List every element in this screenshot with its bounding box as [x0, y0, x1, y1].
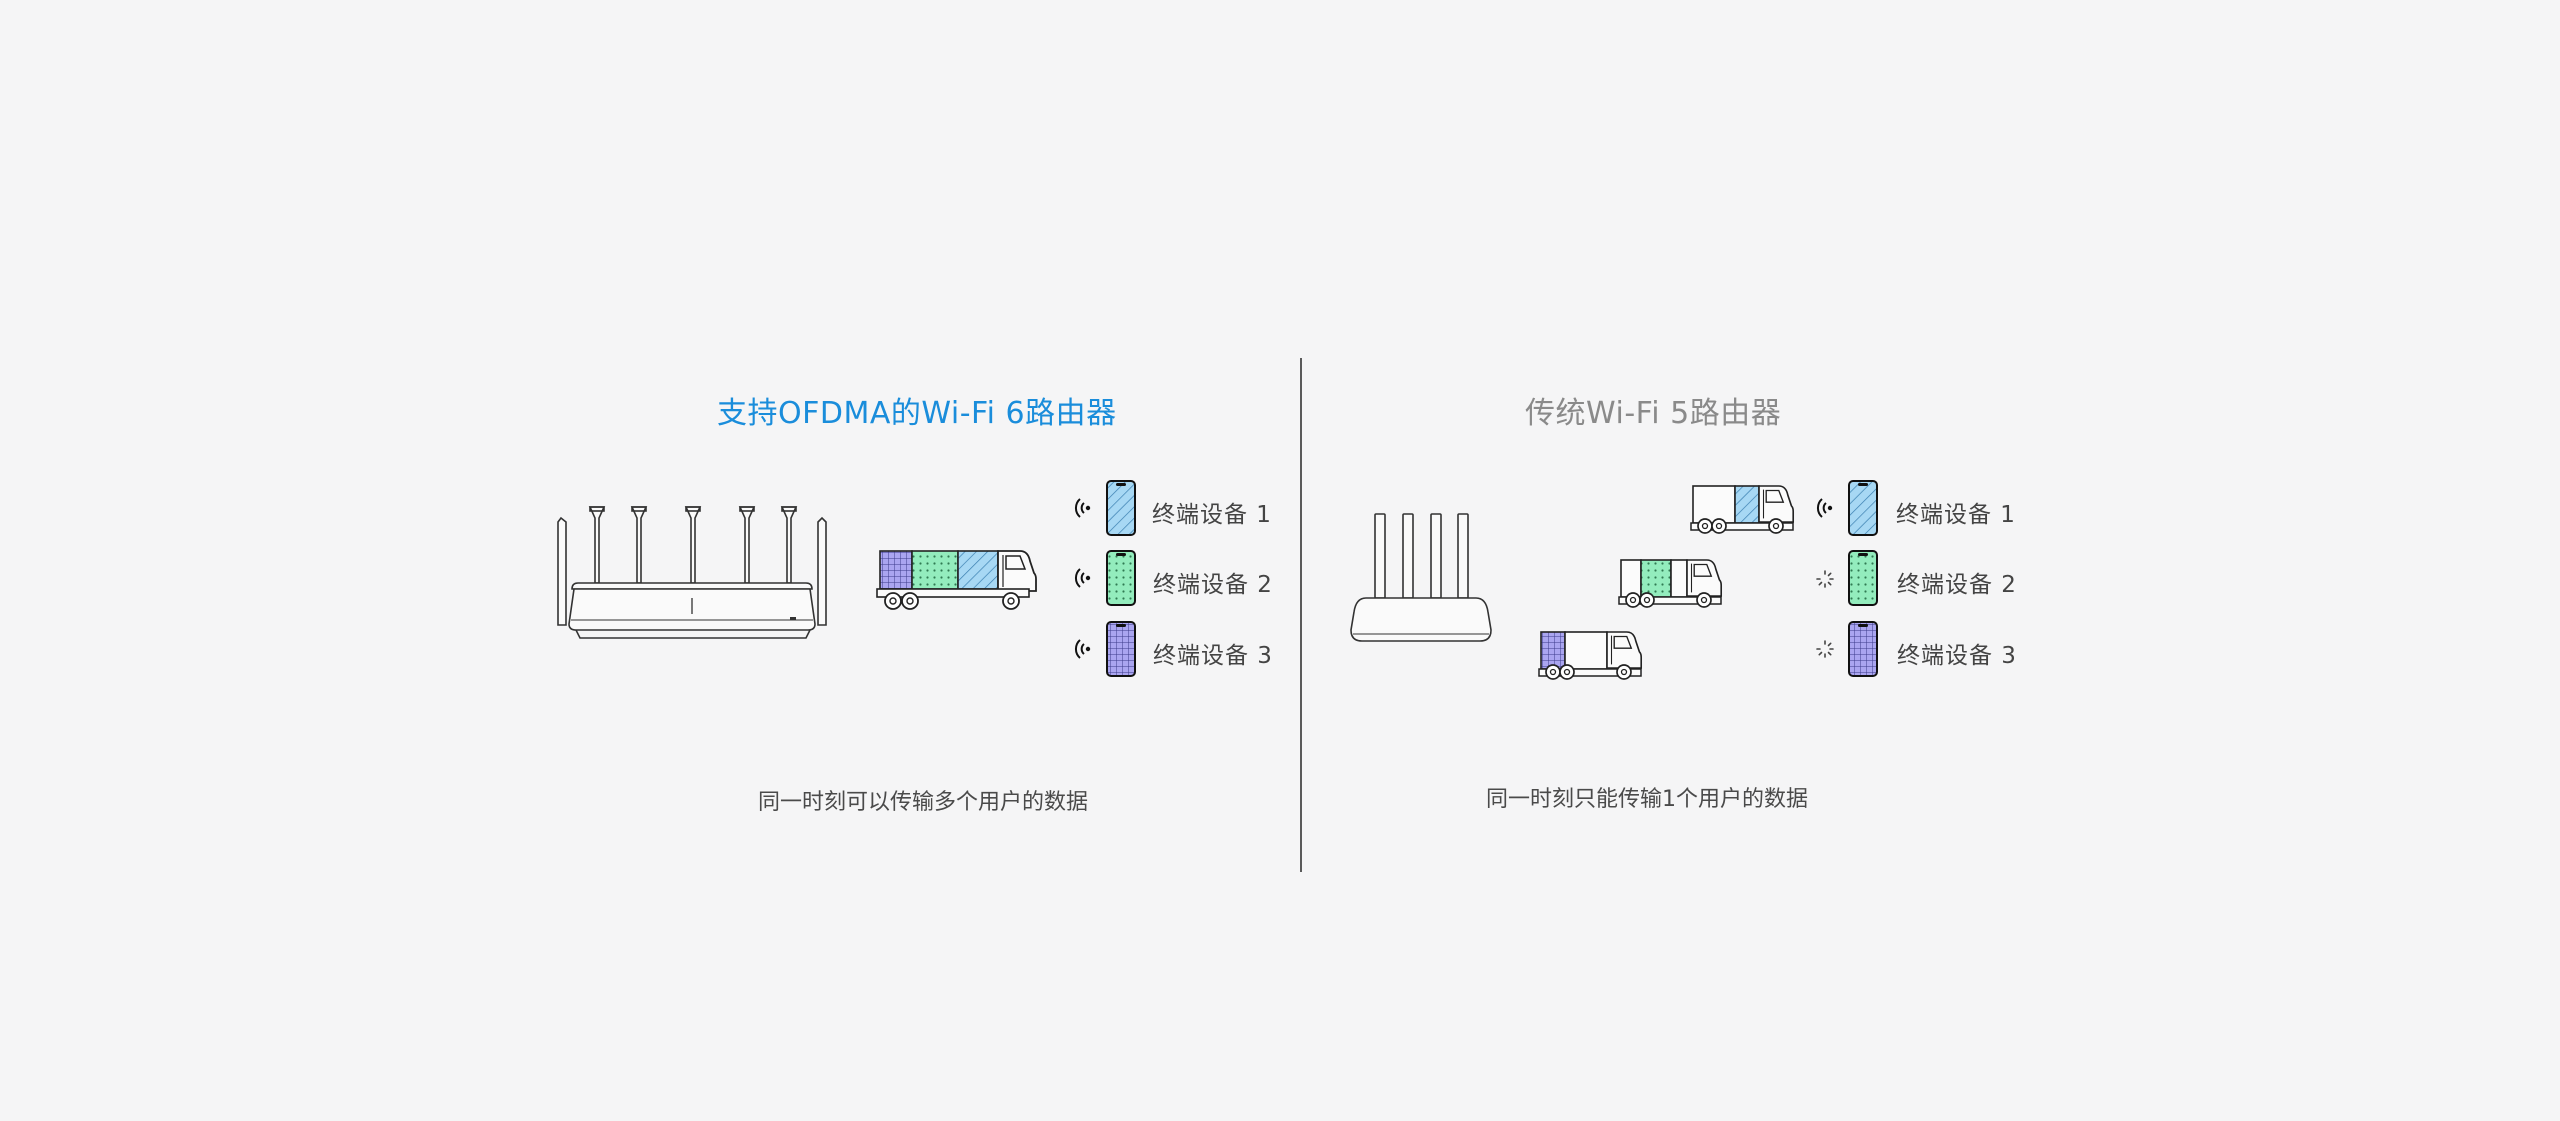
ofdma-truck [876, 550, 1037, 610]
left-device-3-label: 终端设备 3 [1153, 643, 1273, 669]
wifi6-caption: 同一时刻可以传输多个用户的数据 [758, 790, 1089, 815]
right-device-3-label: 终端设备 3 [1897, 643, 2017, 669]
left-device-2-phone [1106, 550, 1136, 606]
left-device-3-phone [1106, 621, 1136, 677]
right-truck-2 [1618, 559, 1723, 608]
right-device-1-phone [1848, 480, 1878, 536]
right-device-3-phone [1848, 621, 1878, 677]
wifi5-caption: 同一时刻只能传输1个用户的数据 [1486, 787, 1808, 812]
right-wifi-signal-icon [1816, 498, 1833, 518]
wifi5-title: 传统Wi-Fi 5路由器 [1525, 396, 1782, 431]
wifi5-router [1350, 513, 1492, 642]
right-device-1-label: 终端设备 1 [1896, 502, 2016, 528]
left-wifi-signal-icons [1074, 498, 1091, 659]
loading-spinner-icon [1816, 570, 1834, 658]
left-device-1-label: 终端设备 1 [1152, 502, 1272, 528]
right-device-2-label: 终端设备 2 [1897, 572, 2017, 598]
wifi6-title: 支持OFDMA的Wi-Fi 6路由器 [717, 396, 1117, 431]
panel-divider [1300, 358, 1302, 872]
left-device-1-phone [1106, 480, 1136, 536]
right-truck-3 [1538, 631, 1643, 680]
right-truck-1 [1690, 485, 1795, 534]
wifi6-router [557, 506, 827, 639]
left-device-2-label: 终端设备 2 [1153, 572, 1273, 598]
right-device-2-phone [1848, 550, 1878, 606]
